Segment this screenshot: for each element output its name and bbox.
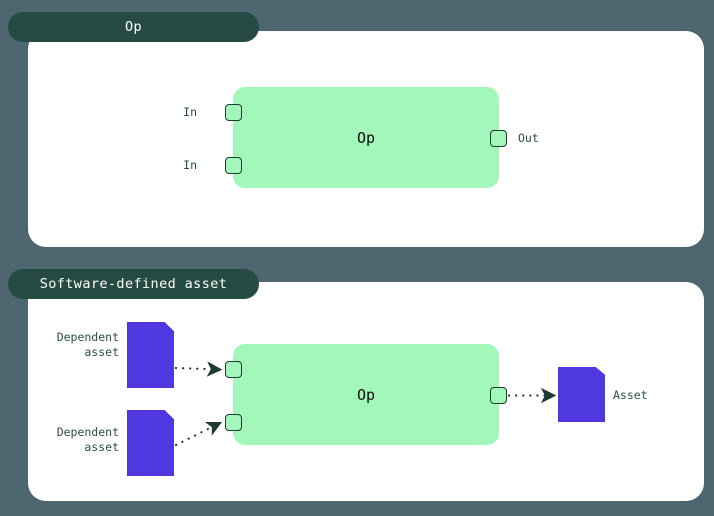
op-box-bottom[interactable]: Op — [233, 344, 499, 445]
port-in-2[interactable] — [225, 157, 242, 174]
dependent-asset-label-1: Dependent asset — [56, 330, 119, 359]
port-label-in-1: In — [183, 105, 197, 119]
dependent-asset-label-2: Dependent asset — [56, 425, 119, 454]
asset-icon[interactable] — [558, 367, 605, 422]
port-in-3[interactable] — [225, 361, 242, 378]
section-title-software-defined-asset: Software-defined asset — [8, 269, 259, 299]
port-label-in-2: In — [183, 158, 197, 172]
port-in-1[interactable] — [225, 104, 242, 121]
dependent-asset-icon-2[interactable] — [127, 410, 174, 476]
asset-label: Asset — [613, 388, 648, 402]
port-out-2[interactable] — [490, 387, 507, 404]
section-title-op: Op — [8, 12, 259, 42]
dependent-asset-icon-1[interactable] — [127, 322, 174, 388]
port-out-1[interactable] — [490, 130, 507, 147]
port-in-4[interactable] — [225, 414, 242, 431]
port-label-out-1: Out — [518, 131, 539, 145]
op-box-top[interactable]: Op — [233, 87, 499, 188]
